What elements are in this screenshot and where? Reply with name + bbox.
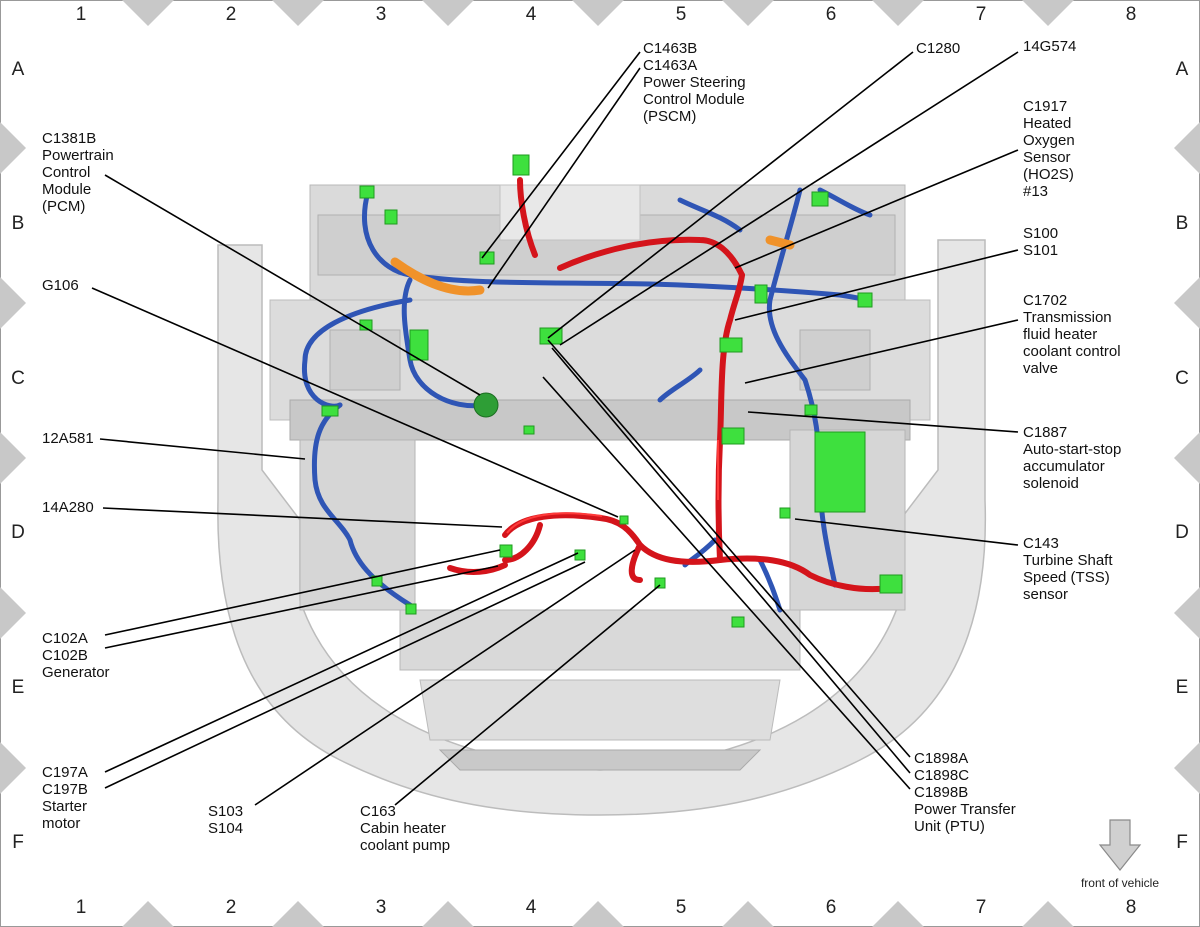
red-harness [447, 177, 893, 593]
grid-col-4: 4 [525, 4, 537, 25]
grid-col-7-bottom: 7 [975, 897, 987, 918]
grid-row-f-right: F [1176, 832, 1188, 853]
front-of-vehicle-label: front of vehicle [1080, 876, 1160, 890]
grid-row-c-right: C [1175, 368, 1189, 389]
grid-row-a: A [11, 59, 25, 80]
callout-c1280: C1280 [916, 40, 961, 57]
grid-row-b-right: B [1175, 213, 1189, 234]
grid-row-f: F [12, 832, 24, 853]
orange-harness [390, 235, 795, 296]
callout-g106: G106 [42, 277, 79, 294]
grid-markers-left [0, 122, 26, 794]
grid-col-8-bottom: 8 [1125, 897, 1137, 918]
grid-col-2: 2 [225, 4, 237, 25]
grid-row-e: E [11, 677, 25, 698]
grid-col-5: 5 [675, 4, 687, 25]
grid-col-5-bottom: 5 [675, 897, 687, 918]
front-arrow-icon [1098, 819, 1142, 871]
callout-12a581: 12A581 [42, 430, 94, 447]
grid-row-b: B [11, 213, 25, 234]
callout-14a280: 14A280 [42, 499, 94, 516]
leader-lines [91, 51, 1019, 806]
red-harness-highlight [506, 440, 719, 534]
grid-markers-bottom [122, 901, 1074, 927]
grid-markers-top [122, 0, 1074, 26]
grid-col-1: 1 [75, 4, 87, 25]
grid-col-3-bottom: 3 [375, 897, 387, 918]
grid-col-2-bottom: 2 [225, 897, 237, 918]
grid-row-d-right: D [1175, 522, 1189, 543]
connectors [321, 154, 903, 628]
grid-col-1-bottom: 1 [75, 897, 87, 918]
grid-col-8: 8 [1125, 4, 1137, 25]
grid-col-6-bottom: 6 [825, 897, 837, 918]
callout-14g574: 14G574 [1023, 38, 1077, 55]
ground-g106-connector [473, 392, 499, 418]
grid-col-7: 7 [975, 4, 987, 25]
grid-row-e-right: E [1175, 677, 1189, 698]
grid-col-6: 6 [825, 4, 837, 25]
grid-row-d: D [11, 522, 25, 543]
grid-row-a-right: A [1175, 59, 1189, 80]
vehicle-front-end [217, 184, 987, 816]
grid-markers-right [1174, 122, 1200, 794]
grid-col-3: 3 [375, 4, 387, 25]
grid-col-4-bottom: 4 [525, 897, 537, 918]
grid-row-c: C [11, 368, 25, 389]
